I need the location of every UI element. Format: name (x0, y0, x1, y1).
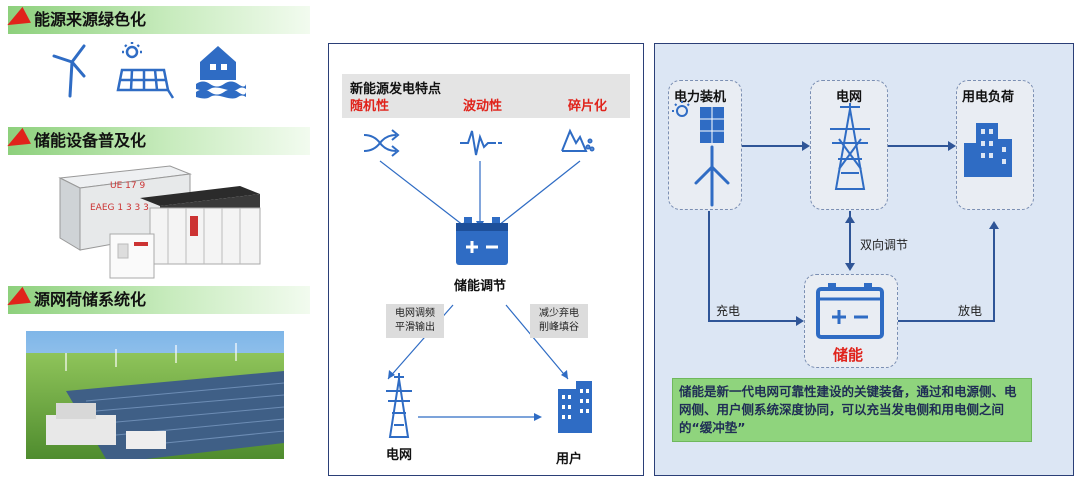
load-label: 用电负荷 (962, 90, 1015, 105)
building-icon (964, 123, 1012, 177)
storage-equipment-image: UE 17 9 EAEG 1 3 3 3 (58, 165, 261, 279)
power-tower-icon (386, 373, 412, 438)
red-arrow-icon (3, 286, 31, 314)
note-frequency: 电网调频 平滑输出 (386, 304, 444, 338)
building-icon (558, 381, 592, 433)
red-arrow-icon (3, 127, 31, 155)
container-brand-text: EAEG 1 3 3 3 (90, 203, 149, 213)
hydro-power-icon (196, 46, 246, 99)
container-brand-text: UE 17 9 (110, 181, 145, 191)
note-peak-shaving: 减少弃电 削峰填谷 (530, 304, 588, 338)
note-line: 平滑输出 (395, 322, 435, 333)
note-line: 电网调频 (395, 308, 435, 319)
storage-label: 储能 (833, 346, 864, 364)
trait-fragmented: 碎片化 (568, 99, 608, 114)
fragments-icon (561, 128, 595, 152)
wind-turbine-icon (52, 44, 86, 98)
middle-diagram (363, 128, 595, 438)
solar-panel-icon (116, 42, 175, 99)
battery-icon (456, 217, 508, 265)
trait-fluctuation: 波动性 (463, 99, 503, 114)
solar-wind-icon (672, 101, 730, 207)
power-tower-icon (830, 103, 870, 190)
bidirectional-label: 双向调节 (860, 238, 909, 252)
power-capacity-node (668, 80, 742, 210)
discharge-label: 放电 (958, 304, 983, 318)
section-header-system: 源网荷储系统化 (3, 286, 310, 314)
note-line: 减少弃电 (539, 308, 579, 319)
battery-icon (816, 283, 884, 339)
red-arrow-icon (3, 6, 31, 34)
grid-label-right: 电网 (836, 90, 863, 105)
right-diagram (672, 101, 1012, 339)
waveform-icon (460, 130, 502, 156)
summary-box: 储能是新一代电网可靠性建设的关键装备，通过和电源侧、电网侧、用户侧系统深度协同，… (672, 378, 1032, 442)
section-title: 储能设备普及化 (34, 131, 147, 150)
section-header-green-energy: 能源来源绿色化 (3, 6, 310, 34)
section-title: 源网荷储系统化 (34, 290, 147, 309)
shuffle-icon (363, 129, 400, 157)
energy-icons (52, 42, 246, 99)
traits-box (342, 74, 630, 118)
storage-regulation-label: 储能调节 (454, 279, 507, 294)
grid-label: 电网 (386, 448, 413, 463)
solar-farm-image (26, 331, 284, 459)
charge-label: 充电 (716, 304, 741, 318)
note-line: 削峰填谷 (539, 322, 579, 333)
power-capacity-label: 电力装机 (674, 90, 727, 105)
trait-random: 随机性 (350, 99, 390, 114)
section-header-storage: 储能设备普及化 (3, 127, 310, 155)
traits-header: 新能源发电特点 (350, 82, 442, 97)
user-label: 用户 (556, 452, 583, 467)
middle-panel (328, 43, 644, 476)
section-title: 能源来源绿色化 (34, 10, 147, 29)
